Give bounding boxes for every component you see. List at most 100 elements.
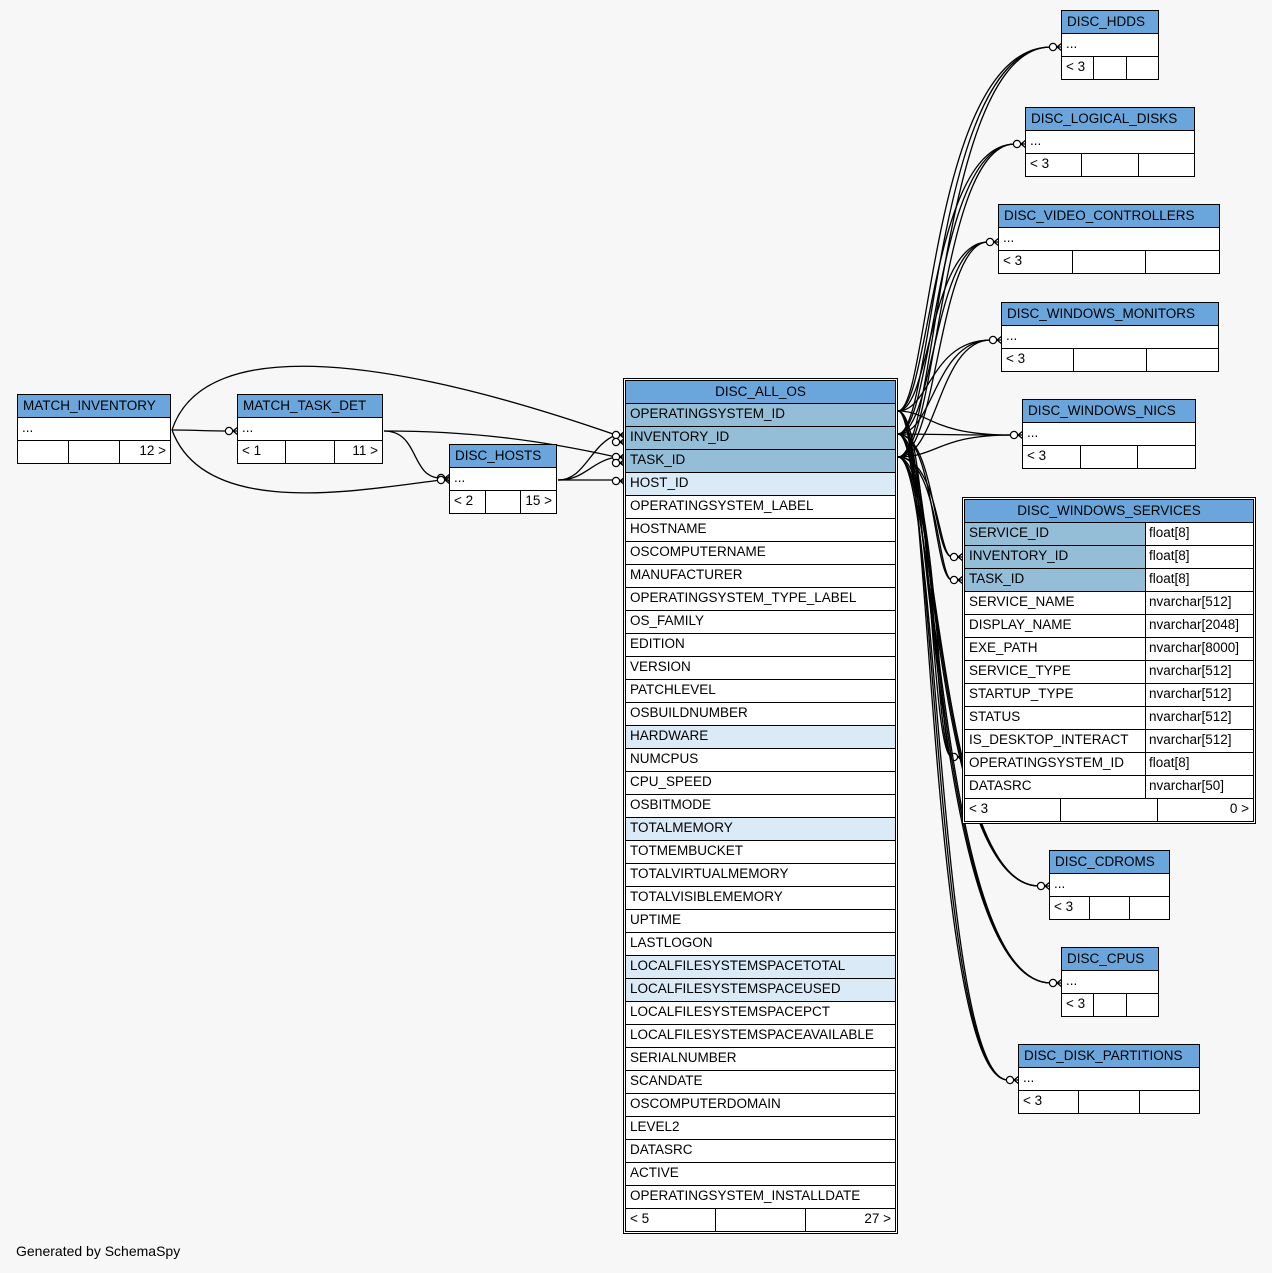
footer-parents[interactable]: < 3 bbox=[965, 799, 1062, 821]
column-row[interactable]: TOTALVIRTUALMEMORY bbox=[626, 864, 895, 887]
footer-children[interactable]: 11 > bbox=[352, 443, 378, 458]
table-header[interactable]: DISC_CPUS bbox=[1062, 948, 1158, 971]
column-row[interactable]: PATCHLEVEL bbox=[626, 680, 895, 703]
column-row[interactable]: TASK_ID bbox=[626, 450, 895, 473]
table-header[interactable]: DISC_WINDOWS_MONITORS bbox=[1002, 303, 1218, 326]
column-row[interactable]: SCANDATE bbox=[626, 1071, 895, 1094]
column-row[interactable]: LASTLOGON bbox=[626, 933, 895, 956]
table-disc-cdroms[interactable]: DISC_CDROMS...< 3 bbox=[1049, 850, 1170, 920]
footer-children[interactable]: 12 > bbox=[139, 443, 166, 458]
footer-parents[interactable]: < 3 bbox=[1002, 349, 1075, 371]
column-row[interactable]: LOCALFILESYSTEMSPACEPCT bbox=[626, 1002, 895, 1025]
footer-parents[interactable]: < 3 bbox=[1062, 57, 1095, 79]
table-header[interactable]: DISC_LOGICAL_DISKS bbox=[1026, 108, 1194, 131]
footer-children[interactable] bbox=[1140, 1091, 1199, 1113]
column-row[interactable]: OPERATINGSYSTEM_INSTALLDATE bbox=[626, 1186, 895, 1209]
footer-children[interactable]: 27 > bbox=[864, 1211, 891, 1226]
footer-parents[interactable]: < 2 bbox=[450, 491, 486, 513]
column-row[interactable]: HOST_ID bbox=[626, 473, 895, 496]
column-row[interactable]: OPERATINGSYSTEM_LABEL bbox=[626, 496, 895, 519]
table-header[interactable]: DISC_HOSTS bbox=[450, 445, 556, 468]
column-row[interactable]: INVENTORY_ID bbox=[626, 427, 895, 450]
column-row[interactable]: NUMCPUS bbox=[626, 749, 895, 772]
column-row[interactable]: OPERATINGSYSTEM_ID bbox=[626, 404, 895, 427]
table-disc-windows-monitors[interactable]: DISC_WINDOWS_MONITORS...< 3 bbox=[1001, 302, 1219, 372]
table-disc-windows-nics[interactable]: DISC_WINDOWS_NICS...< 3 bbox=[1022, 399, 1196, 469]
column-row[interactable]: OSBITMODE bbox=[626, 795, 895, 818]
column-row[interactable]: UPTIME bbox=[626, 910, 895, 933]
table-header[interactable]: DISC_DISK_PARTITIONS bbox=[1019, 1045, 1199, 1068]
column-row[interactable]: OSCOMPUTERNAME bbox=[626, 542, 895, 565]
footer-children[interactable] bbox=[1147, 349, 1218, 371]
column-row[interactable]: SERIALNUMBER bbox=[626, 1048, 895, 1071]
table-disc-cpus[interactable]: DISC_CPUS...< 3 bbox=[1061, 947, 1159, 1017]
table-header[interactable]: DISC_VIDEO_CONTROLLERS bbox=[999, 205, 1219, 228]
table-disc-video-controllers[interactable]: DISC_VIDEO_CONTROLLERS...< 3 bbox=[998, 204, 1220, 274]
column-row[interactable]: VERSION bbox=[626, 657, 895, 680]
column-name: OSBUILDNUMBER bbox=[630, 705, 748, 720]
table-header[interactable]: DISC_WINDOWS_NICS bbox=[1023, 400, 1195, 423]
footer-children[interactable]: 0 > bbox=[1229, 801, 1249, 816]
column-row[interactable]: DATASRC bbox=[626, 1140, 895, 1163]
table-header[interactable]: MATCH_INVENTORY bbox=[18, 395, 170, 418]
footer-parents[interactable]: < 3 bbox=[999, 251, 1073, 273]
footer-parents[interactable]: < 1 bbox=[238, 441, 287, 463]
column-row[interactable]: EDITION bbox=[626, 634, 895, 657]
table-header[interactable]: DISC_ALL_OS bbox=[626, 381, 895, 404]
column-row[interactable]: HOSTNAME bbox=[626, 519, 895, 542]
column-row[interactable]: LOCALFILESYSTEMSPACETOTAL bbox=[626, 956, 895, 979]
table-header[interactable]: MATCH_TASK_DET bbox=[238, 395, 382, 418]
footer-children[interactable] bbox=[1138, 446, 1195, 468]
footer-parents[interactable]: < 3 bbox=[1023, 446, 1081, 468]
column-row[interactable]: HARDWARE bbox=[626, 726, 895, 749]
column-row[interactable]: TOTALVISIBLEMEMORY bbox=[626, 887, 895, 910]
footer-parents[interactable]: < 5 bbox=[626, 1209, 716, 1231]
column-row[interactable]: TOTALMEMORY bbox=[626, 818, 895, 841]
column-row[interactable]: LOCALFILESYSTEMSPACEUSED bbox=[626, 979, 895, 1002]
table-header[interactable]: DISC_HDDS bbox=[1062, 11, 1158, 34]
footer-children[interactable] bbox=[1146, 251, 1219, 273]
column-row[interactable]: OSCOMPUTERDOMAIN bbox=[626, 1094, 895, 1117]
footer-children[interactable]: 15 > bbox=[525, 493, 553, 508]
table-disc-logical-disks[interactable]: DISC_LOGICAL_DISKS...< 3 bbox=[1025, 107, 1195, 177]
footer-parents[interactable]: < 3 bbox=[1050, 897, 1090, 919]
column-row[interactable]: ACTIVE bbox=[626, 1163, 895, 1186]
footer-children[interactable] bbox=[1130, 897, 1169, 919]
footer-parents[interactable] bbox=[18, 441, 69, 463]
column-row[interactable]: MANUFACTURER bbox=[626, 565, 895, 588]
column-row[interactable]: OSBUILDNUMBER bbox=[626, 703, 895, 726]
footer-parents[interactable]: < 3 bbox=[1062, 994, 1095, 1016]
footer-parents[interactable]: < 3 bbox=[1026, 154, 1083, 176]
table-header[interactable]: DISC_WINDOWS_SERVICES bbox=[965, 500, 1253, 523]
footer-children[interactable] bbox=[1127, 994, 1158, 1016]
table-disc-disk-partitions[interactable]: DISC_DISK_PARTITIONS...< 3 bbox=[1018, 1044, 1200, 1114]
table-match-inventory[interactable]: MATCH_INVENTORY...12 > bbox=[17, 394, 171, 464]
footer-children[interactable] bbox=[1139, 154, 1194, 176]
table-disc-hdds[interactable]: DISC_HDDS...< 3 bbox=[1061, 10, 1159, 80]
column-row[interactable]: CPU_SPEED bbox=[626, 772, 895, 795]
column-row[interactable]: TOTMEMBUCKET bbox=[626, 841, 895, 864]
column-row[interactable]: LOCALFILESYSTEMSPACEAVAILABLE bbox=[626, 1025, 895, 1048]
footer-parents[interactable]: < 3 bbox=[1019, 1091, 1080, 1113]
table-header[interactable]: DISC_CDROMS bbox=[1050, 851, 1169, 874]
column-row[interactable]: OPERATINGSYSTEM_TYPE_LABEL bbox=[626, 588, 895, 611]
footer-children[interactable] bbox=[1127, 57, 1158, 79]
column-row[interactable]: OS_FAMILY bbox=[626, 611, 895, 634]
column-row[interactable]: LEVEL2 bbox=[626, 1117, 895, 1140]
